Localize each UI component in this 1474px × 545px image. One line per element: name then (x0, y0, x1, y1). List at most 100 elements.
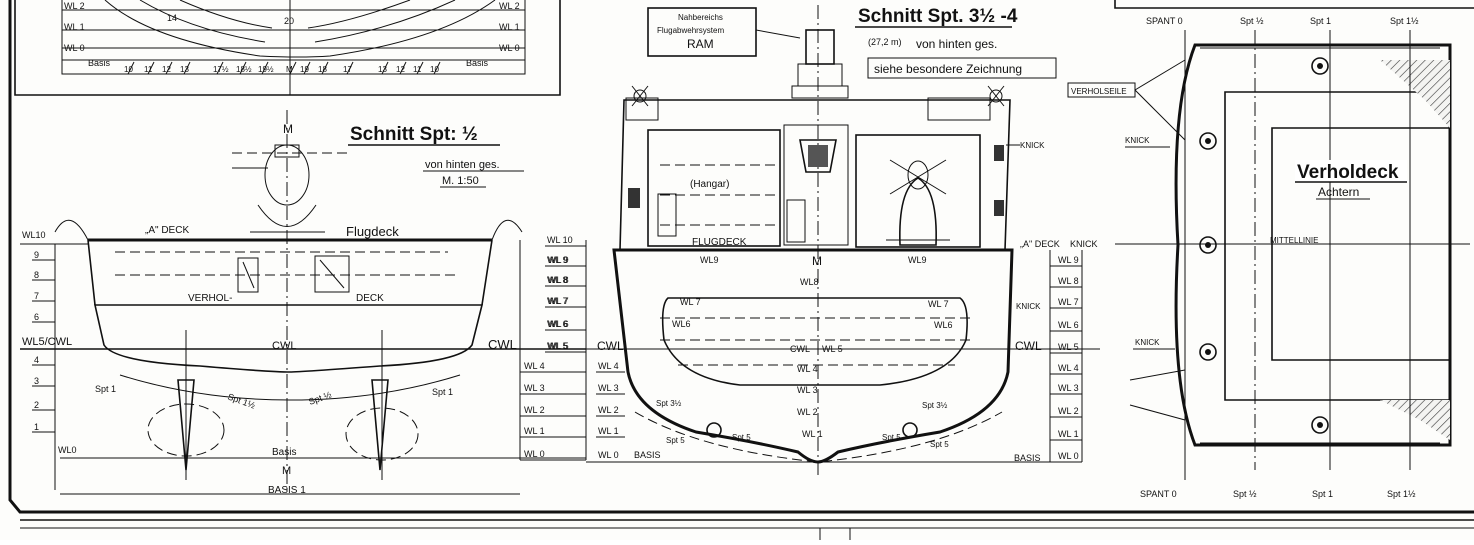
lines-left-wl2: WL 2 (64, 1, 85, 11)
s35-inner-wl-6: WL6 (934, 320, 953, 330)
helicopter-front-icon (886, 159, 950, 246)
lines-basis-right: Basis (466, 58, 489, 68)
wl-left-number-8: 8 (34, 270, 39, 280)
s35-wl-left-5: WL 4 (598, 361, 619, 371)
wl-left-number-1: 1 (34, 422, 39, 432)
s35-wl-left-4: WL 5 (548, 341, 569, 351)
section-half-m-bottom: M (282, 465, 291, 477)
s35-inner-wl-11: WL 1 (802, 429, 823, 439)
section-3-5-cwl-center: CWL (790, 344, 810, 354)
lines-tick-6: 19½ (258, 65, 274, 74)
lines-label-14: 14 (167, 13, 177, 23)
helicopter-icon (232, 144, 350, 233)
s35-wl-left-8: WL 1 (598, 426, 619, 436)
section-half-flugdeck: Flugdeck (346, 224, 399, 239)
s35-spt-4: Spt 5 (882, 433, 901, 442)
hangar-superstructure (619, 99, 1011, 251)
s35-inner-wl-9: WL 3 (797, 385, 818, 395)
s35-inner-wl-8: WL 4 (797, 364, 818, 374)
spant-bottom-2: Spt 1 (1312, 489, 1333, 499)
s35-inner-wl-1: WL8 (800, 277, 819, 287)
mast-light-left-icon (631, 85, 649, 107)
wl-left-number-4: 4 (34, 355, 39, 365)
lines-plan-inner-frame (61, 0, 526, 75)
wl-left-number-9: 9 (34, 250, 39, 260)
s35-wl-right-8: WL 1 (1058, 429, 1079, 439)
lines-basis-left: Basis (88, 58, 111, 68)
s35-wl-left-3: WL 6 (548, 319, 569, 329)
lines-left-wl1: WL 1 (64, 22, 85, 32)
lines-tick-11: 13 (378, 65, 387, 74)
spant-top-2: Spt 1 (1310, 16, 1331, 26)
lines-right-wl0: WL 0 (499, 43, 520, 53)
s35-wl-right-1: WL 8 (1058, 276, 1079, 286)
section-half-title: Schnitt Spt: ½ (350, 124, 478, 145)
lamp-icon (799, 139, 837, 173)
section-half-m-top: M (283, 122, 293, 136)
section-3-5-knick-mid: KNICK (1016, 302, 1041, 311)
spant-top-labels: SPANT 0 Spt ½ Spt 1 Spt 1½ (1146, 16, 1419, 26)
spant-top-1: Spt ½ (1240, 16, 1264, 26)
lines-right-wl2: WL 2 (499, 1, 520, 11)
s35-wl-right-3: WL 6 (1058, 320, 1079, 330)
lines-plan-frame (14, 0, 561, 96)
hull-curve-inner (139, 0, 456, 43)
s35-inner-wl-7: WL 5 (822, 344, 843, 354)
half-wl-right-3: WL 7 (547, 296, 568, 306)
bollard-icons (1199, 57, 1329, 434)
mast-light-right-icon (987, 85, 1005, 107)
section-3-5-knick-a-deck: KNICK (1070, 239, 1098, 249)
hangar-right-dotted (855, 134, 981, 248)
lines-tick-5: 18½ (236, 65, 252, 74)
lines-tick-12: 12 (396, 65, 405, 74)
s35-spt-0: Spt 3½ (656, 399, 682, 408)
hull-void (661, 297, 968, 386)
hull-curve-outer (104, 0, 496, 58)
section-3-5-reference: siehe besondere Zeichnung (874, 62, 1022, 76)
section-half-view: von hinten ges. (425, 159, 500, 171)
hull-curve-inner-2 (179, 0, 411, 29)
knick-upper-label: KNICK (1125, 136, 1150, 145)
section-3-5-basis-right: BASIS (1014, 453, 1041, 463)
verholdeck-plan: Verholdeck Achtern VERHOLSEILE KNICK KNI… (1067, 0, 1474, 499)
s35-wl-right-0: WL 9 (1058, 255, 1079, 265)
spt1-left: Spt 1 (95, 384, 116, 394)
lines-right-wl1: WL 1 (499, 22, 520, 32)
ram-line-2: Flugabwehrsystem (657, 26, 724, 35)
s35-spt-5: Spt 5 (930, 440, 949, 449)
s35-spt-1: Spt 3½ (922, 401, 948, 410)
half-wl-right-1: WL 9 (547, 255, 568, 265)
verhol-label-left: VERHOL- (188, 293, 232, 304)
section-half-basis1: BASIS 1 (268, 485, 306, 496)
verholseile-label: VERHOLSEILE (1071, 87, 1127, 96)
section-3-5-view: von hinten ges. (916, 37, 997, 51)
spant-top-3: Spt 1½ (1390, 16, 1419, 26)
shaft-left-icon (706, 422, 722, 438)
s35-wl-left-9: WL 0 (598, 450, 619, 460)
verhol-label-right: DECK (356, 293, 384, 304)
lines-tick-9: 18 (318, 65, 327, 74)
section-half-drawing: Schnitt Spt: ½ von hinten ges. M. 1:50 M… (20, 110, 587, 496)
spant-top-0: SPANT 0 (1146, 16, 1183, 26)
lines-tick-4: 17½ (213, 65, 229, 74)
lines-tick-10: 17 (343, 65, 352, 74)
sheet-border (8, 0, 1474, 540)
half-wl-right-7: WL 3 (524, 383, 545, 393)
hangar-label: (Hangar) (690, 179, 729, 190)
lines-tick-14: 10 (430, 65, 439, 74)
hangar-left (647, 129, 781, 247)
s35-wl-right-9: WL 0 (1058, 451, 1079, 461)
lines-tick-8: 19 (300, 65, 309, 74)
spant-bottom-0: SPANT 0 (1140, 489, 1177, 499)
half-wl-right-2: WL 8 (547, 275, 568, 285)
s35-wl-left-6: WL 3 (598, 383, 619, 393)
section-3-5-cwl-right: CWL (1015, 339, 1042, 353)
s35-wl-right-7: WL 2 (1058, 406, 1079, 416)
wl-left-number-2: 2 (34, 400, 39, 410)
half-wl-right-9: WL 1 (524, 426, 545, 436)
section-3-5-basis-left: BASIS (634, 450, 661, 460)
